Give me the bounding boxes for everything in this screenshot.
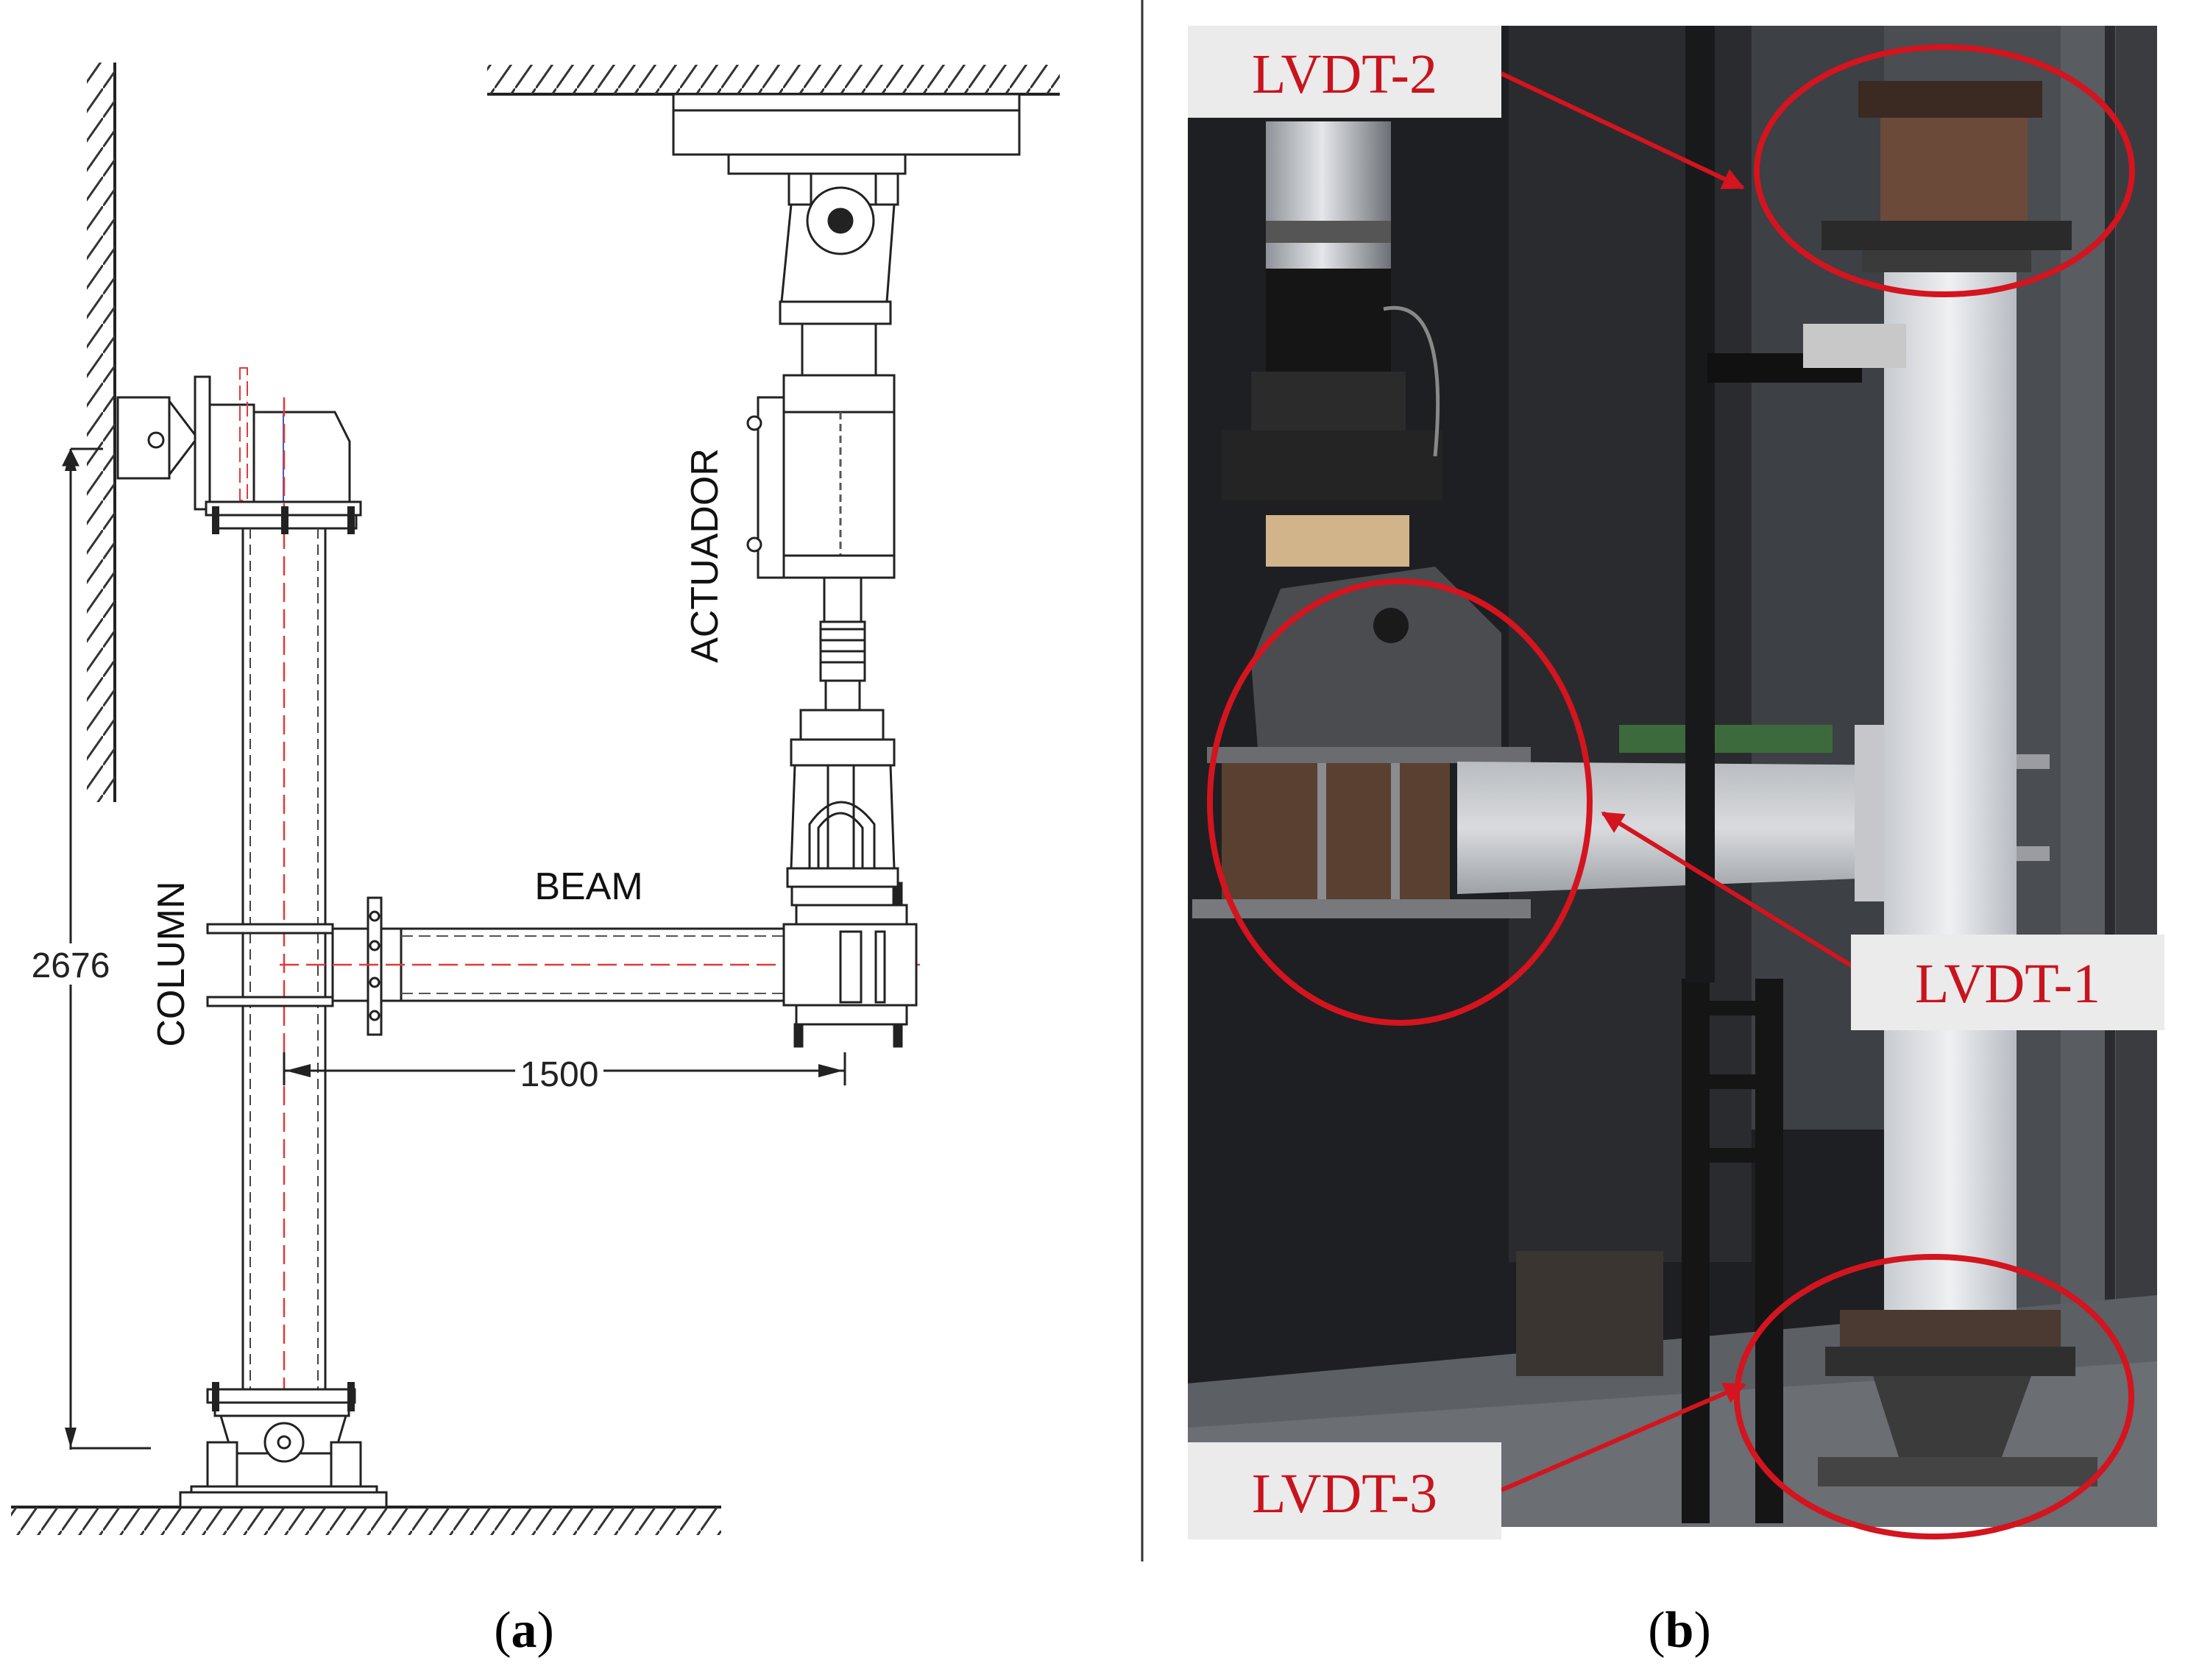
ground [11, 1506, 721, 1535]
column-label: COLUMN [150, 881, 193, 1046]
callout-arrow-lvdt-2 [1500, 71, 1745, 190]
span-dimension-label: 1500 [520, 1055, 599, 1094]
callout-label-lvdt-1: LVDT-1 [1915, 953, 2100, 1015]
beam [280, 927, 920, 1002]
top-plate-bolts [212, 506, 355, 534]
callout-label-lvdt-2: LVDT-2 [1252, 43, 1437, 105]
panel-a-drawing: 2676 1500 BEAM COLUMN ACTUADOR [11, 63, 1060, 1535]
callout-ellipse-lvdt-1 [1207, 578, 1593, 1026]
callout-arrow-lvdt-3 [1500, 1382, 1746, 1492]
callout-ellipse-lvdt-2 [1754, 44, 2135, 297]
photo-scene [1188, 26, 2157, 1527]
panel-b-photo: LVDT-2 LVDT-1 LVDT-3 [1188, 26, 2164, 1539]
beam-end-clamp [782, 882, 918, 1048]
bottom-pin-support [179, 1382, 388, 1509]
actuator-label: ACTUADOR [684, 448, 726, 663]
ceiling [487, 65, 1060, 96]
left-wall [87, 63, 116, 802]
beam-label: BEAM [534, 865, 642, 908]
actuator [672, 93, 1021, 907]
height-dimension: 2676 [29, 447, 151, 1450]
height-dimension-label: 2676 [32, 946, 110, 985]
span-dimension: 1500 [283, 1051, 846, 1094]
callout-arrow-lvdt-1 [1601, 811, 1860, 972]
callout-lvdt-3: LVDT-3 [1188, 1442, 1501, 1539]
caption-a: (a) [494, 1602, 554, 1659]
caption-b: (b) [1648, 1602, 1711, 1659]
callout-label-lvdt-3: LVDT-3 [1252, 1463, 1437, 1525]
callout-lvdt-2: LVDT-2 [1188, 26, 1501, 118]
callout-lvdt-1: LVDT-1 [1851, 935, 2164, 1030]
